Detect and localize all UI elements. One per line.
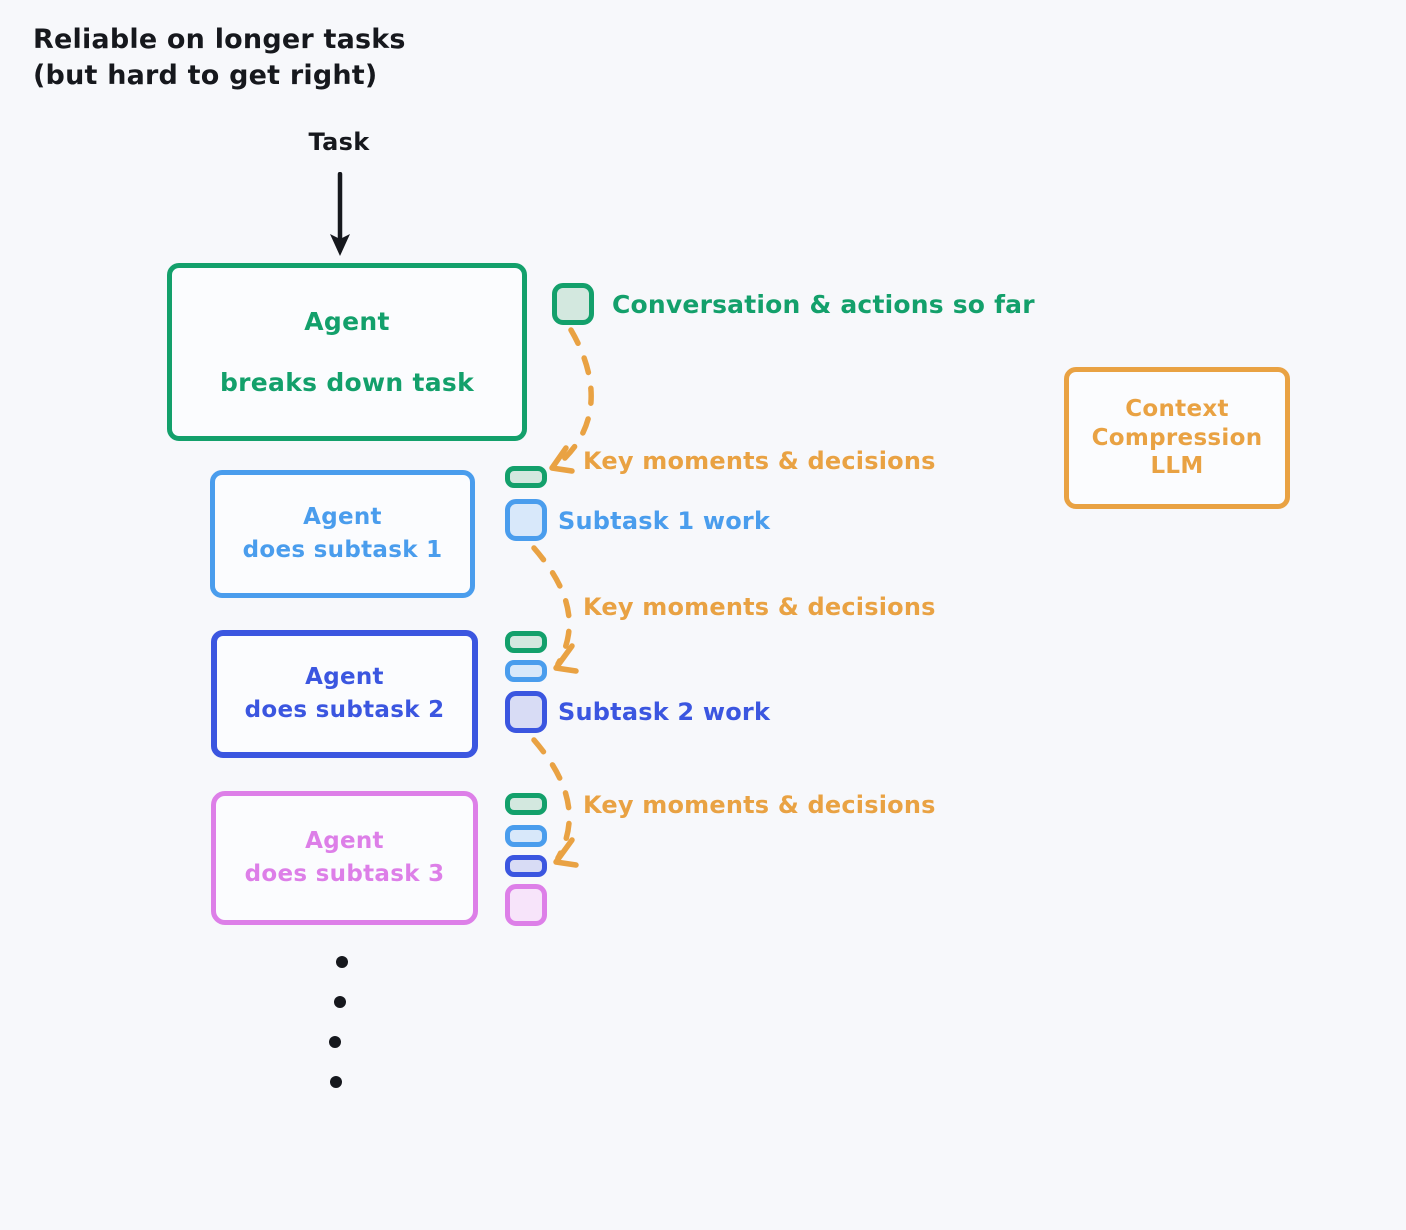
agent-box-subtask-1-line-1: Agent [303, 504, 382, 531]
agent-box-subtask-2[interactable]: Agent does subtask 2 [211, 630, 478, 758]
vertical-ellipsis-icon [329, 956, 348, 1088]
chip-subtask-3-work [505, 884, 547, 926]
agent-box-subtask-3-line-2: does subtask 3 [244, 861, 445, 887]
agent-box-main-line-2: breaks down task [219, 368, 475, 397]
context-compression-llm-box[interactable]: Context Compression LLM [1064, 367, 1290, 509]
llm-box-line-3: LLM [1150, 453, 1204, 480]
agent-box-subtask-2-line-2: does subtask 2 [244, 697, 445, 723]
label-conversation-so-far: Conversation & actions so far [612, 290, 1035, 319]
agent-box-subtask-1-line-2: does subtask 1 [242, 537, 443, 563]
agent-box-subtask-2-line-1: Agent [305, 664, 384, 691]
task-arrow-icon [330, 172, 350, 256]
label-subtask-2-work: Subtask 2 work [558, 698, 771, 726]
chip-compressed-subtask-2-3 [505, 855, 547, 877]
label-key-moments-1: Key moments & decisions [583, 447, 936, 475]
chip-compressed-subtask-1-2 [505, 660, 547, 682]
page-title-line-2: (but hard to get right) [33, 59, 378, 91]
chip-compressed-subtask-1-3 [505, 825, 547, 847]
page-title-line-1: Reliable on longer tasks [33, 24, 406, 55]
llm-box-line-2: Compression [1091, 424, 1263, 451]
agent-box-subtask-1[interactable]: Agent does subtask 1 [210, 470, 475, 598]
llm-box-line-1: Context [1125, 395, 1229, 422]
label-key-moments-2: Key moments & decisions [583, 593, 936, 621]
label-subtask-1-work: Subtask 1 work [558, 507, 771, 535]
chip-subtask-2-work [505, 691, 547, 733]
agent-box-main[interactable]: Agent breaks down task [167, 263, 527, 441]
agent-box-subtask-3-line-1: Agent [305, 828, 384, 855]
chip-compressed-conversation-2 [505, 631, 547, 653]
label-key-moments-3: Key moments & decisions [583, 791, 936, 819]
chip-compressed-conversation-1 [505, 466, 547, 488]
page-title: Reliable on longer tasks (but hard to ge… [33, 22, 633, 93]
chip-compressed-conversation-3 [505, 793, 547, 815]
task-input-label: Task [308, 128, 370, 156]
agent-box-main-line-1: Agent [304, 306, 390, 336]
chip-conversation-memory [552, 283, 594, 325]
agent-box-subtask-3[interactable]: Agent does subtask 3 [211, 791, 478, 925]
chip-subtask-1-work [505, 499, 547, 541]
